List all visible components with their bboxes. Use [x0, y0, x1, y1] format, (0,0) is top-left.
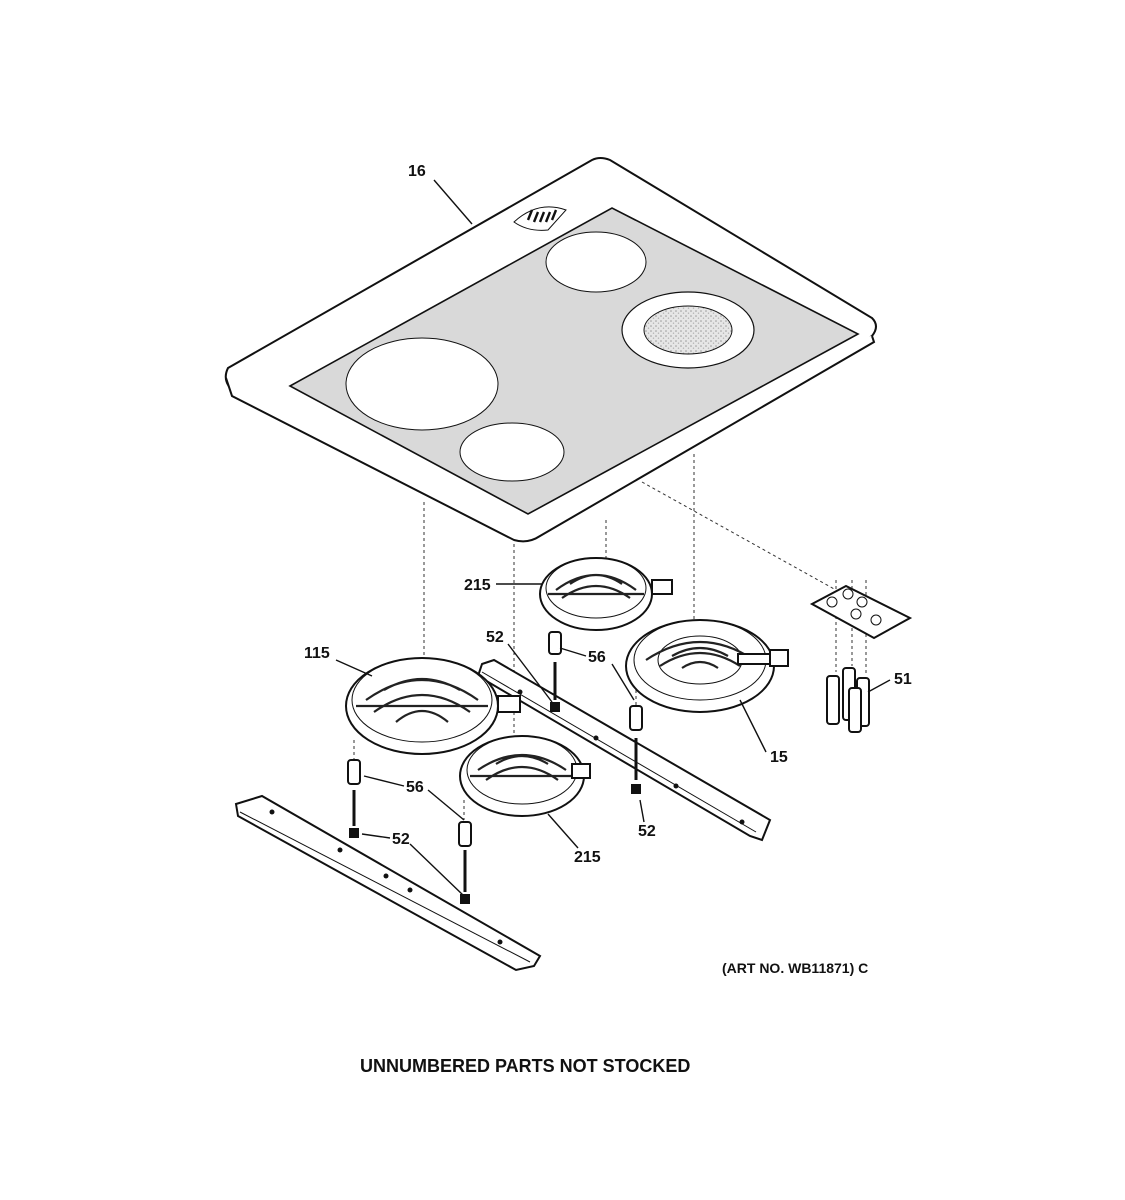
- spacer-upper: [548, 631, 562, 655]
- switch-mounting-plate: [809, 584, 913, 640]
- spacer-left: [347, 759, 361, 785]
- callout-bolt-upper: 52: [486, 629, 504, 646]
- callout-labels: 16 215 115 52 56 51 15 56 52 52 215: [304, 163, 912, 866]
- spacer-right: [629, 705, 643, 731]
- callout-bolt-right: 52: [638, 823, 656, 840]
- burner-zone-front-small: [459, 422, 565, 482]
- bolt-front: [460, 850, 470, 904]
- leader-lines: [335, 179, 891, 897]
- callout-rear-small-element: 215: [464, 577, 491, 594]
- front-small-element: [459, 735, 591, 817]
- right-dual-element: [625, 619, 789, 713]
- assembly-lines: [353, 454, 867, 820]
- spacer-front: [458, 821, 472, 847]
- cooktop-glass-top: [224, 157, 877, 543]
- burner-zone-left-large: [345, 337, 499, 431]
- art-number: (ART NO. WB11871) C: [722, 960, 868, 976]
- bolt-left: [349, 790, 359, 838]
- callout-switches: 51: [894, 671, 912, 688]
- callout-spacer-upper: 56: [588, 649, 606, 666]
- footer-note: UNNUMBERED PARTS NOT STOCKED: [360, 1056, 690, 1076]
- infinite-switches: [826, 667, 870, 733]
- callout-cooktop: 16: [408, 163, 426, 180]
- callout-left-large-element: 115: [304, 645, 330, 662]
- bolt-upper: [550, 662, 560, 712]
- front-support-bracket: [234, 794, 542, 972]
- bolt-right: [631, 738, 641, 794]
- burner-zone-rear-small: [545, 231, 647, 293]
- vent-grille: [513, 206, 567, 231]
- callout-front-small-element: 215: [574, 849, 601, 866]
- callout-spacer-left: 56: [406, 779, 424, 796]
- callout-bolt-left: 52: [392, 831, 410, 848]
- rear-small-element: [539, 557, 673, 631]
- left-large-element: [345, 657, 521, 755]
- callout-right-dual-element: 15: [770, 749, 788, 766]
